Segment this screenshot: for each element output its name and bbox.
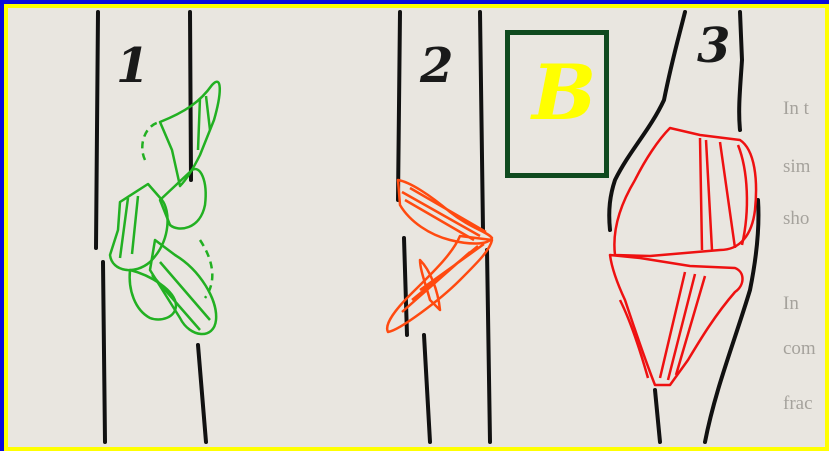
- fracture-3-fragments: [610, 128, 756, 385]
- panel-label-box: B: [505, 30, 609, 178]
- bone-3: [609, 12, 758, 442]
- panel-label: B: [532, 55, 596, 131]
- panel-number-2: 2: [420, 42, 453, 90]
- panel-number-1: 1: [116, 42, 149, 90]
- panel-number-3: 3: [697, 22, 730, 70]
- fracture-1-fragments: [110, 82, 220, 334]
